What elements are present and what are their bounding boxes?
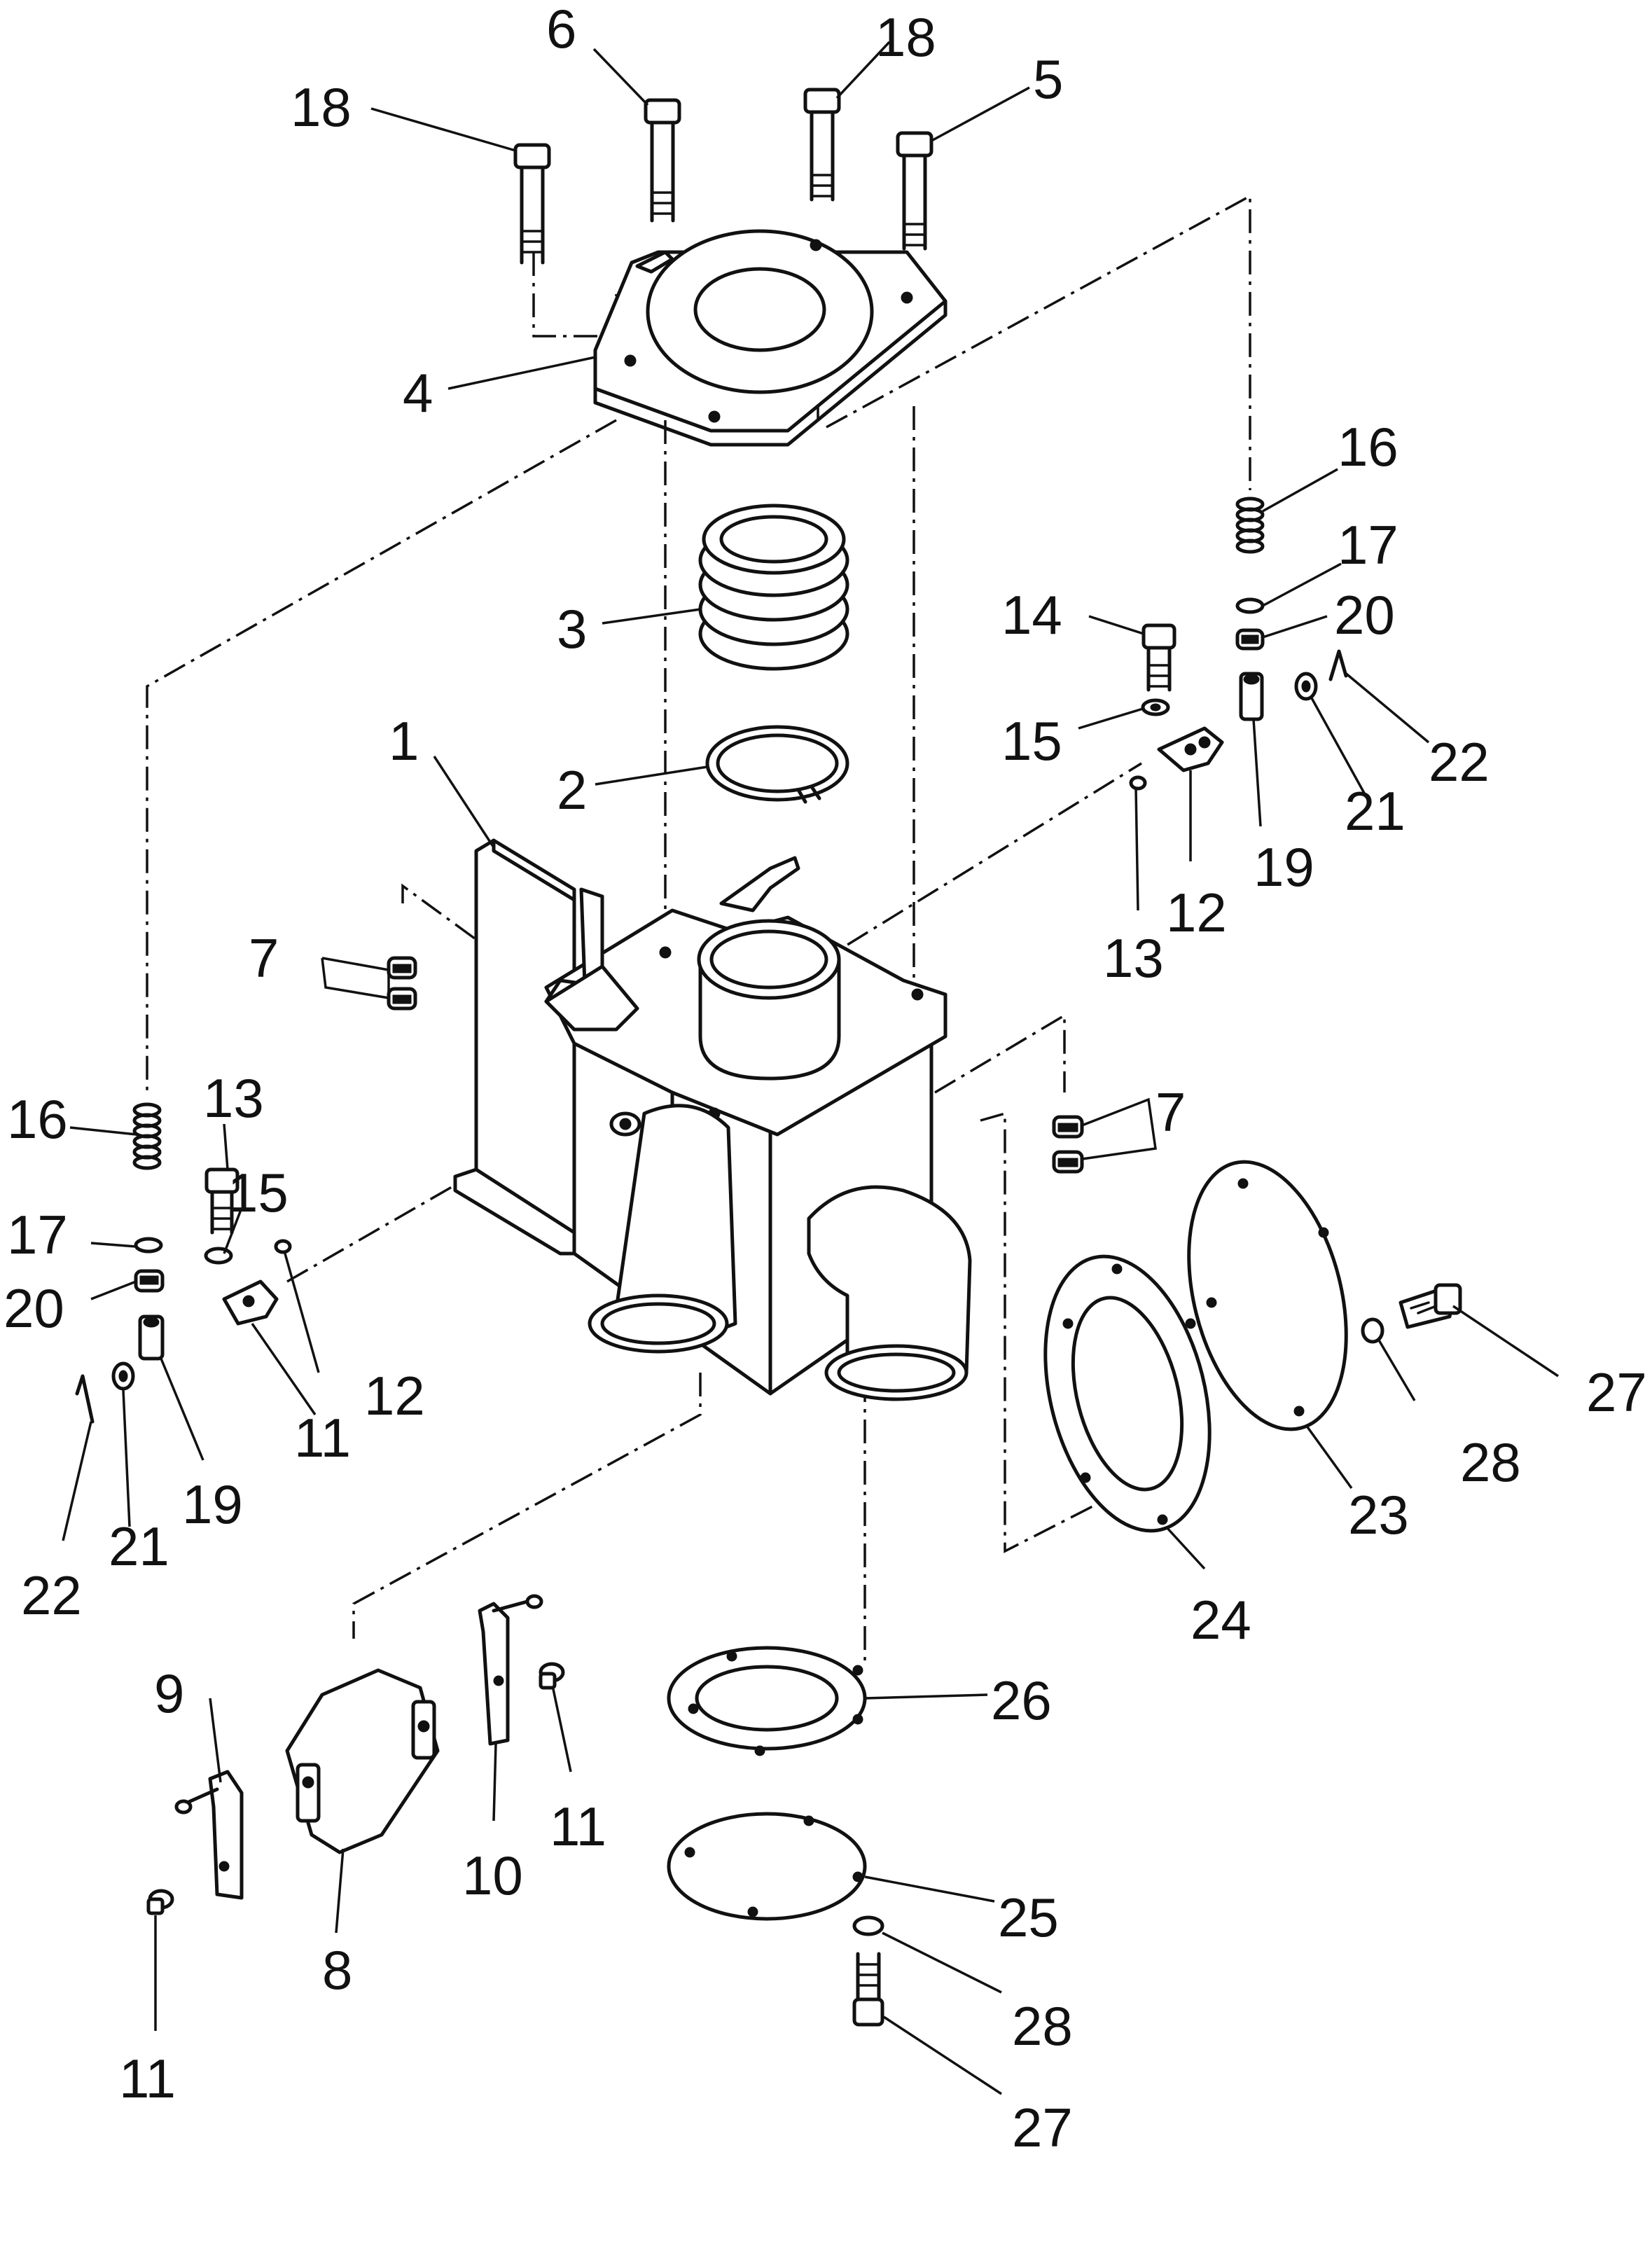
flange-plate-part-4 (593, 229, 948, 447)
callout-19: 19 (1254, 836, 1314, 898)
callout-23: 23 (1348, 1484, 1409, 1546)
callout-10: 10 (462, 1845, 523, 1906)
callout-16: 16 (1338, 416, 1398, 478)
bolt-part-27-right (1398, 1283, 1462, 1329)
nuts-part-7-left (387, 956, 417, 1011)
right-fasteners (1129, 497, 1348, 791)
callout-7: 7 (1155, 1081, 1186, 1143)
callout-27: 27 (1586, 1361, 1647, 1423)
callout-19: 19 (182, 1473, 243, 1535)
screw-part-11-right (539, 1662, 565, 1690)
callout-8: 8 (322, 1939, 352, 2001)
callout-22: 22 (21, 1564, 82, 1626)
callout-24: 24 (1191, 1589, 1251, 1651)
gasket-part-26 (667, 1646, 867, 1756)
callout-17: 17 (1338, 514, 1398, 576)
callout-7: 7 (249, 927, 279, 989)
callout-16: 16 (7, 1088, 68, 1150)
lead-part-7-left (321, 957, 390, 1000)
callout-22: 22 (1429, 731, 1490, 793)
hinge-part-10 (478, 1594, 543, 1746)
bellows-part-3 (698, 504, 849, 671)
callout-18: 18 (291, 76, 352, 138)
leader-lines (62, 41, 1559, 2095)
callout-5: 5 (1033, 48, 1063, 110)
clamp-ring-part-2 (705, 725, 849, 804)
callout-9: 9 (154, 1663, 184, 1724)
callout-28: 28 (1460, 1431, 1521, 1493)
left-fasteners (75, 1102, 292, 1424)
main-housing-part-1 (453, 838, 972, 1401)
callout-27: 27 (1012, 2097, 1073, 2158)
callout-20: 20 (4, 1277, 64, 1339)
callout-25: 25 (998, 1887, 1059, 1948)
callout-20: 20 (1334, 584, 1395, 646)
callout-21: 21 (109, 1515, 169, 1577)
callout-6: 6 (546, 0, 576, 60)
callout-11: 11 (550, 1796, 606, 1857)
nuts-part-7-right (1052, 1097, 1157, 1174)
callout-11: 11 (119, 2048, 176, 2109)
bolt-part-5 (896, 131, 933, 251)
callout-17: 17 (7, 1204, 68, 1265)
callout-13: 13 (1103, 927, 1164, 989)
callout-26: 26 (991, 1670, 1052, 1731)
cover-part-8 (285, 1668, 440, 1854)
callout-28: 28 (1012, 1995, 1073, 2057)
callout-2: 2 (557, 759, 587, 821)
callout-14: 13 (203, 1067, 264, 1129)
bolt-part-6 (644, 98, 681, 223)
callout-13: 12 (364, 1365, 425, 1427)
callout-14: 14 (1001, 584, 1062, 646)
bolt-part-18-left (513, 143, 551, 265)
callout-labels: 18 6 18 5 4 3 2 1 7 7 14 15 12 13 16 17 … (4, 0, 1647, 2158)
bolt-part-27-bottom (852, 1952, 884, 2027)
callout-12: 12 (1166, 882, 1227, 943)
washer-part-28-bottom (852, 1915, 884, 1936)
callout-3: 3 (557, 598, 587, 660)
cover-part-25 (667, 1812, 867, 1921)
callout-1: 1 (389, 710, 419, 772)
callout-12: 11 (294, 1407, 351, 1469)
cover-part-23 (1187, 1160, 1348, 1431)
callout-4: 4 (403, 362, 433, 424)
callout-15: 15 (228, 1162, 289, 1223)
callout-15: 15 (1001, 710, 1062, 772)
hinge-part-9 (174, 1770, 244, 1900)
screw-part-11-left (146, 1889, 174, 1915)
callout-21: 21 (1345, 780, 1405, 842)
washer-part-28-right (1361, 1317, 1384, 1344)
callout-18: 18 (875, 6, 936, 68)
bolt-part-18-right (803, 88, 841, 202)
gasket-part-24 (1043, 1254, 1212, 1533)
